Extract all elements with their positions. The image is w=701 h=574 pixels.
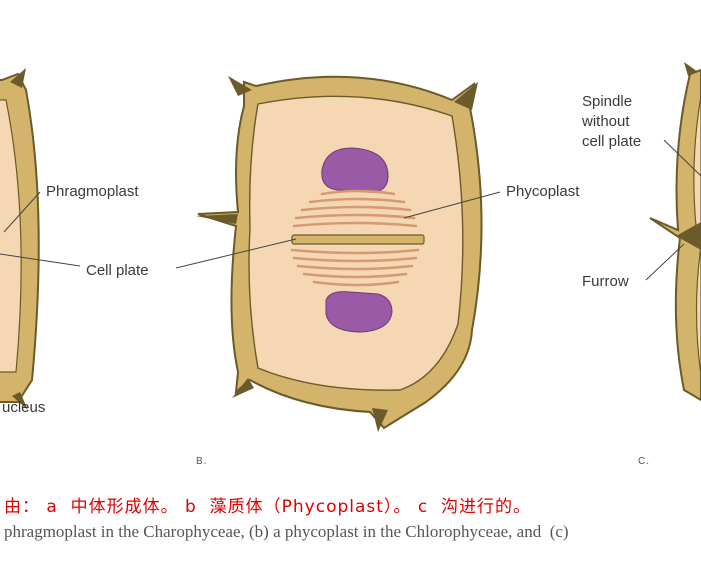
leader-lines xyxy=(0,139,701,281)
panel-b-spike-tr xyxy=(454,82,478,110)
label-cell-plate: Cell plate xyxy=(86,262,149,279)
caption-chinese: 由： a 中体形成体。 b 藻质体（Phycoplast）。 c 沟进行的。 xyxy=(4,497,531,517)
panel-b-cell xyxy=(196,75,483,432)
caption-english: phragmoplast in the Charophyceae, (b) a … xyxy=(4,522,569,541)
panel-c-spike-top xyxy=(684,62,698,76)
label-spindle-line1: Spindle xyxy=(582,93,632,110)
panel-b-cell-plate xyxy=(291,234,425,245)
panel-b-spike-tl xyxy=(228,76,252,96)
panel-b-spike-bl xyxy=(232,378,254,398)
panel-c-furrow-notch xyxy=(676,222,701,250)
panel-letter-c: C. xyxy=(638,456,650,467)
label-furrow: Furrow xyxy=(582,273,629,290)
label-nucleus-partial: ucleus xyxy=(2,399,45,416)
panel-a-cell xyxy=(0,68,40,410)
label-phycoplast: Phycoplast xyxy=(506,183,580,200)
panel-b-spike-l xyxy=(196,214,238,224)
panel-b-spike-br xyxy=(372,408,388,432)
panel-b-nucleus-top xyxy=(321,147,389,193)
panel-a-wall-spike-bottom xyxy=(12,392,28,410)
phycoplast-bands xyxy=(290,189,420,287)
panel-letter-b: B. xyxy=(196,456,207,467)
panel-a-cytoplasm xyxy=(0,99,22,373)
label-phragmoplast: Phragmoplast xyxy=(46,183,139,200)
panel-c-cytoplasm-lower xyxy=(695,245,701,377)
label-spindle-line3: cell plate xyxy=(582,133,641,150)
label-spindle-line2: without xyxy=(581,113,630,130)
panel-c-cell xyxy=(649,62,701,402)
panel-a-wall-spike-top xyxy=(10,68,26,88)
panel-c-wall xyxy=(649,68,701,402)
panel-b-nucleus-bottom xyxy=(325,291,393,333)
